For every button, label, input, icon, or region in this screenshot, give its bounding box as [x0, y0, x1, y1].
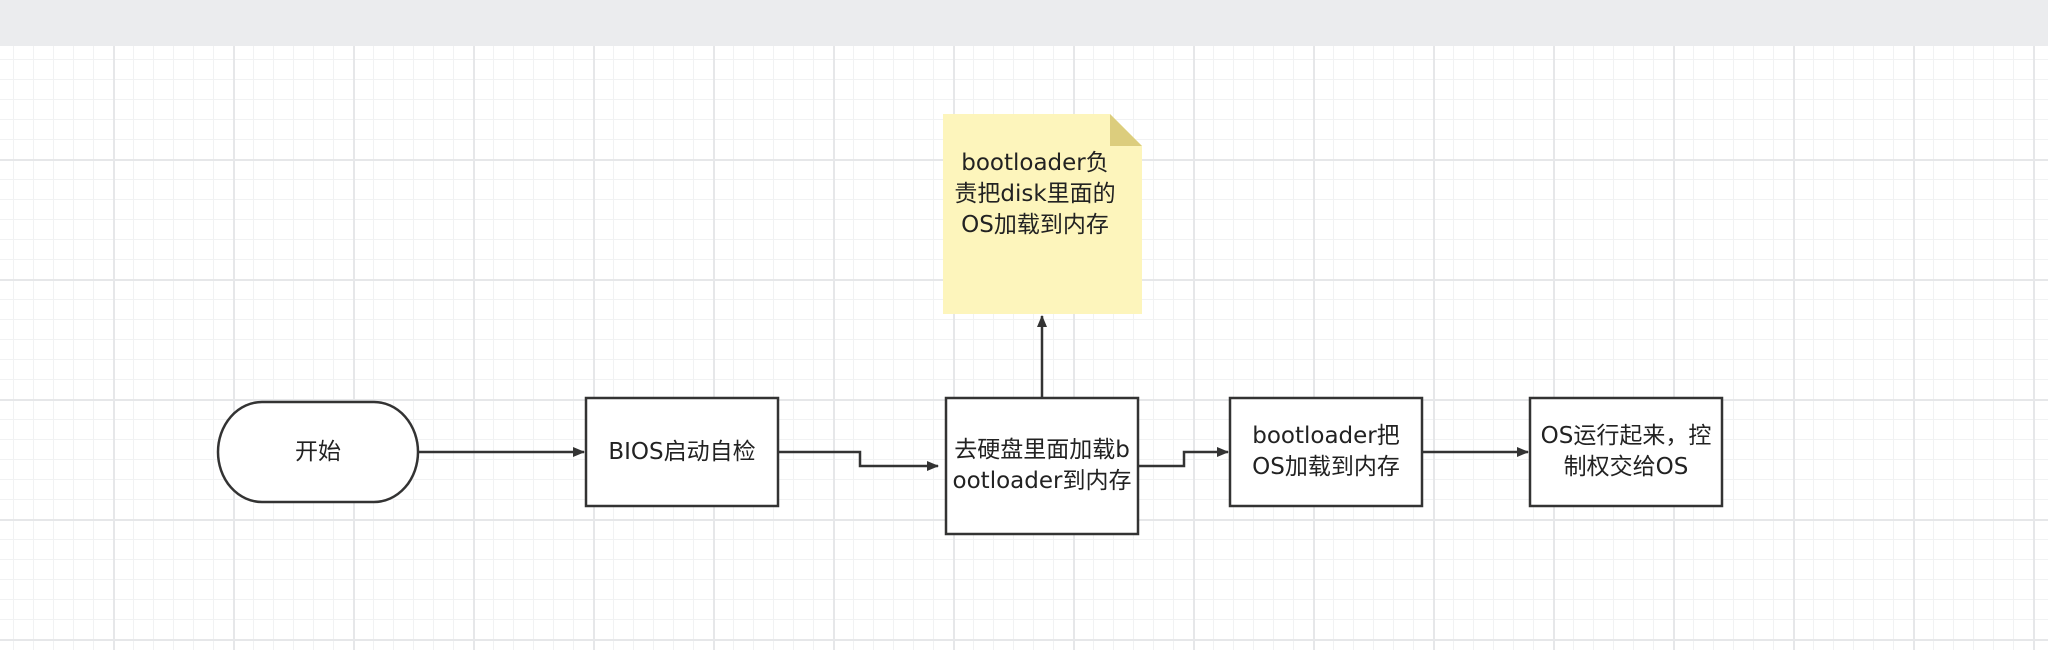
note-fold-corner: [1110, 114, 1142, 146]
bios-node-shape[interactable]: [584, 396, 780, 508]
sticky-note[interactable]: [943, 114, 1142, 314]
arrow-load-to-os-loader[interactable]: [1138, 447, 1229, 468]
os-running-node-shape[interactable]: [1528, 396, 1724, 508]
os-running-node-label: OS运行起来，控制权交给OS: [1540, 423, 1712, 480]
note-label: bootloader负责把disk里面的OS加载到内存: [954, 149, 1116, 238]
bootloader-loads-os-node-shape[interactable]: [1228, 396, 1424, 508]
bios-node-label: BIOS启动自检: [608, 438, 756, 465]
start-node-label: 开始: [295, 438, 341, 465]
bootloader-loads-os-node-label: bootloader把OS加载到内存: [1252, 423, 1400, 480]
load-bootloader-node-label: 去硬盘里面加载bootloader到内存: [952, 437, 1132, 494]
arrow-bios-to-load[interactable]: [778, 450, 939, 471]
top-toolbar: [0, 0, 2048, 46]
